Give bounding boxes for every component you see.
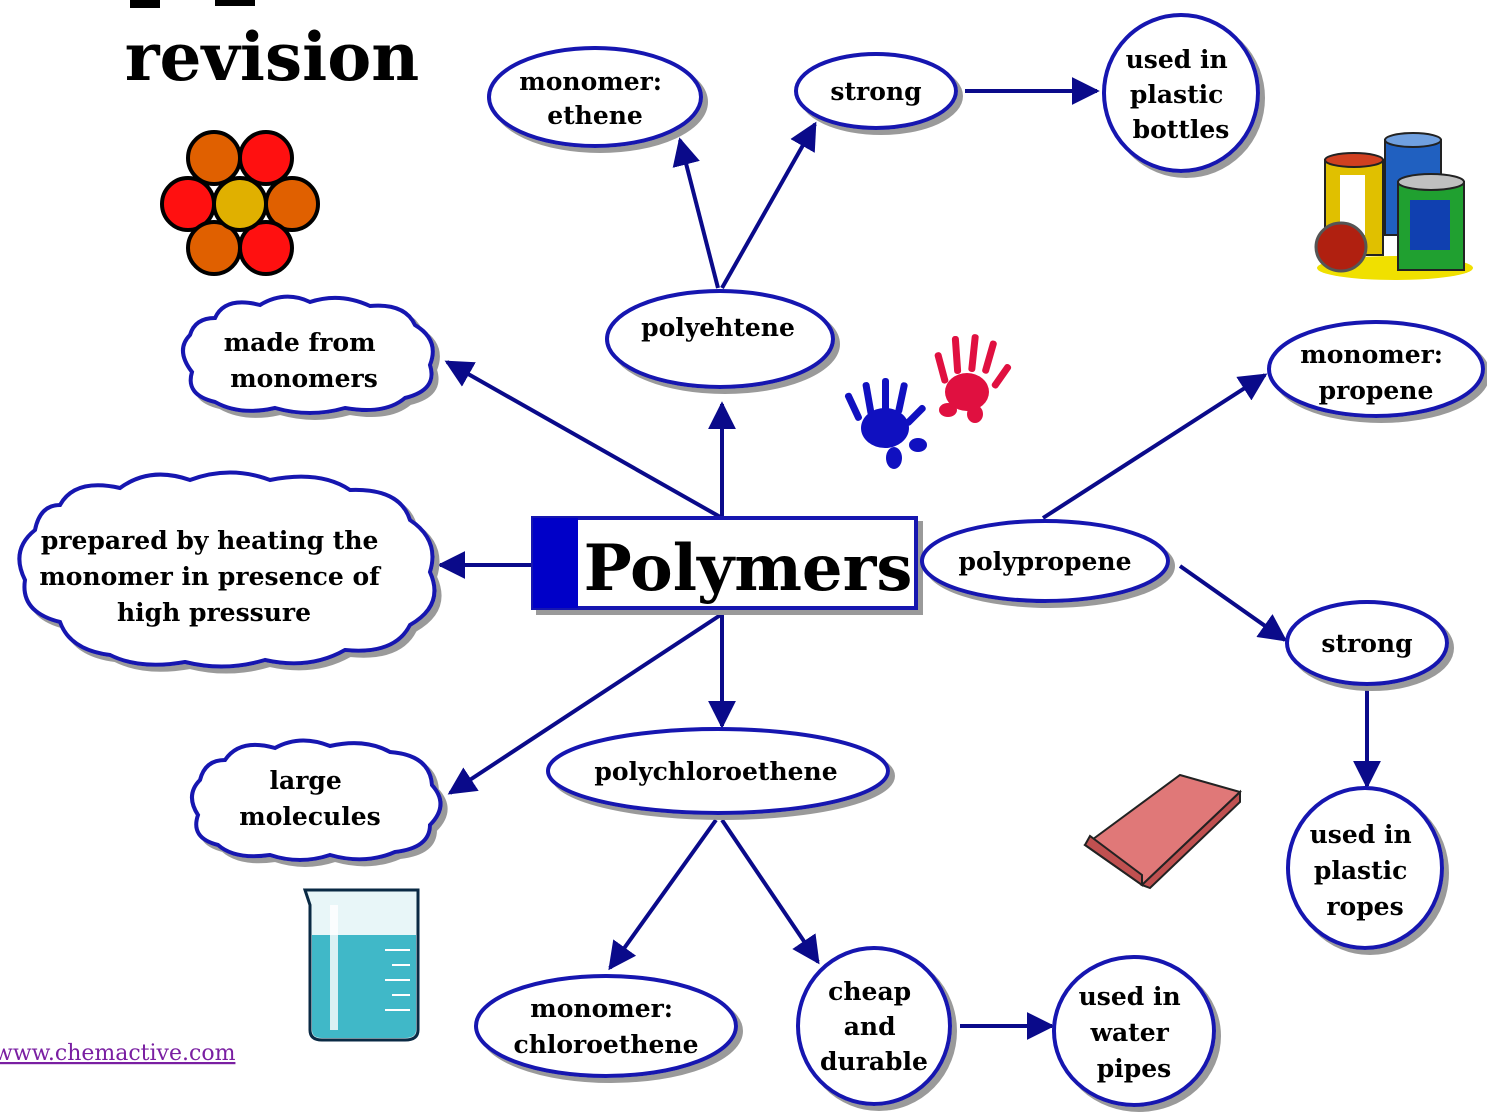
arrow-polychloro-cheap xyxy=(720,818,820,965)
node-label: monomer: ethene xyxy=(519,67,670,130)
node-strong-top: strong xyxy=(794,52,958,130)
arrow-polyethene-strong xyxy=(720,121,817,289)
arrow-center-large xyxy=(447,612,724,795)
node-made-from-monomers: made from monomers xyxy=(181,294,435,415)
node-label: monomer: propene xyxy=(1300,340,1451,405)
node-label: polypropene xyxy=(959,547,1132,576)
arrow-center-madefrom xyxy=(444,360,723,520)
node-label: prepared by heating the monomer in prese… xyxy=(39,526,388,627)
source-link[interactable]: www.chemactive.com xyxy=(0,1041,236,1066)
node-label: cheap and durable xyxy=(820,977,928,1076)
node-label: large molecules xyxy=(239,766,380,831)
node-monomer-propene: monomer: propene xyxy=(1267,320,1485,418)
node-label: polychloroethene xyxy=(594,757,837,786)
node-label: strong xyxy=(1321,629,1412,658)
molecule-icon xyxy=(160,130,320,276)
node-label: used in plastic ropes xyxy=(1310,820,1421,921)
center-label: Polymers xyxy=(584,531,913,606)
node-used-in-water-pipes: used in water pipes xyxy=(1052,955,1216,1107)
eraser-icon xyxy=(1083,773,1242,890)
node-strong-right: strong xyxy=(1285,600,1449,686)
arrow-polypropene-strong xyxy=(1178,564,1288,642)
node-label: used in plastic bottles xyxy=(1126,45,1237,144)
node-polypropene: polypropene xyxy=(920,519,1170,603)
handprints-icon xyxy=(844,334,1012,469)
connectors xyxy=(437,77,1381,1040)
node-cheap-durable: cheap and durable xyxy=(796,946,952,1106)
node-monomer-chloroethene: monomer: chloroethene xyxy=(474,974,738,1078)
node-polychloroethene: polychloroethene xyxy=(546,727,890,815)
node-label: polyehtene xyxy=(641,313,795,342)
node-used-in-bottles: used in plastic bottles xyxy=(1102,13,1260,173)
arrow-polypropene-monomer xyxy=(1041,373,1268,520)
paint-cans-icon xyxy=(1314,132,1473,280)
node-polyethene: polyehtene xyxy=(605,289,835,389)
node-label: used in water pipes xyxy=(1079,982,1190,1083)
arrow-polyethene-monomer xyxy=(672,137,720,289)
node-label: monomer: chloroethene xyxy=(513,994,698,1059)
page-title: revision xyxy=(125,18,419,96)
node-used-in-ropes: used in plastic ropes xyxy=(1286,786,1444,950)
node-large-molecules: large molecules xyxy=(190,738,443,862)
node-label: made from monomers xyxy=(224,328,385,393)
beaker-icon xyxy=(302,888,420,1042)
node-label: strong xyxy=(830,77,921,106)
title-block: revision xyxy=(125,0,419,96)
center-node xyxy=(531,516,918,610)
arrow-polychloro-monomer xyxy=(608,818,718,971)
node-monomer-ethene: monomer: ethene xyxy=(487,46,703,148)
node-prepared-by-heating: prepared by heating the monomer in prese… xyxy=(17,470,437,669)
